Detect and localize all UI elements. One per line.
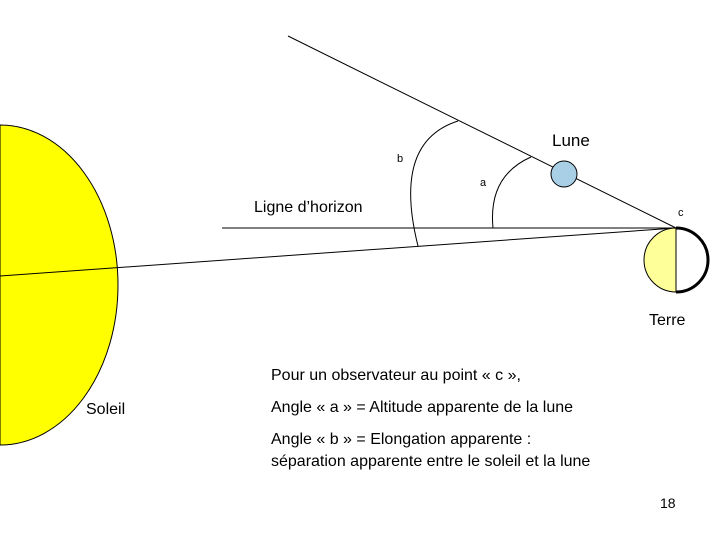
point-c-label: c: [678, 207, 684, 219]
earth-label: Terre: [649, 312, 686, 329]
arc-a: [491, 156, 532, 229]
caption-line-3: Angle « b » = Elongation apparente :: [271, 431, 532, 448]
sun-sightline: [0, 227, 677, 277]
moon-sightline: [287, 35, 677, 229]
caption-line-4: séparation apparente entre le soleil et …: [271, 453, 591, 470]
arc-b: [410, 120, 459, 247]
horizon-label: Ligne d’horizon: [254, 199, 363, 216]
caption-line-1: Pour un observateur au point « c »,: [271, 367, 521, 384]
earth-dark-half: [675, 226, 710, 294]
caption-line-2: Angle « a » = Altitude apparente de la l…: [271, 399, 574, 416]
moon-label: Lune: [552, 131, 590, 150]
moon: [550, 160, 578, 188]
sun-label: Soleil: [86, 401, 126, 418]
page-number: 18: [660, 495, 676, 511]
angle-b-label: b: [397, 153, 404, 165]
angle-a-label: a: [480, 177, 487, 189]
earth-lit-half: [643, 227, 677, 293]
sun: [0, 124, 119, 446]
